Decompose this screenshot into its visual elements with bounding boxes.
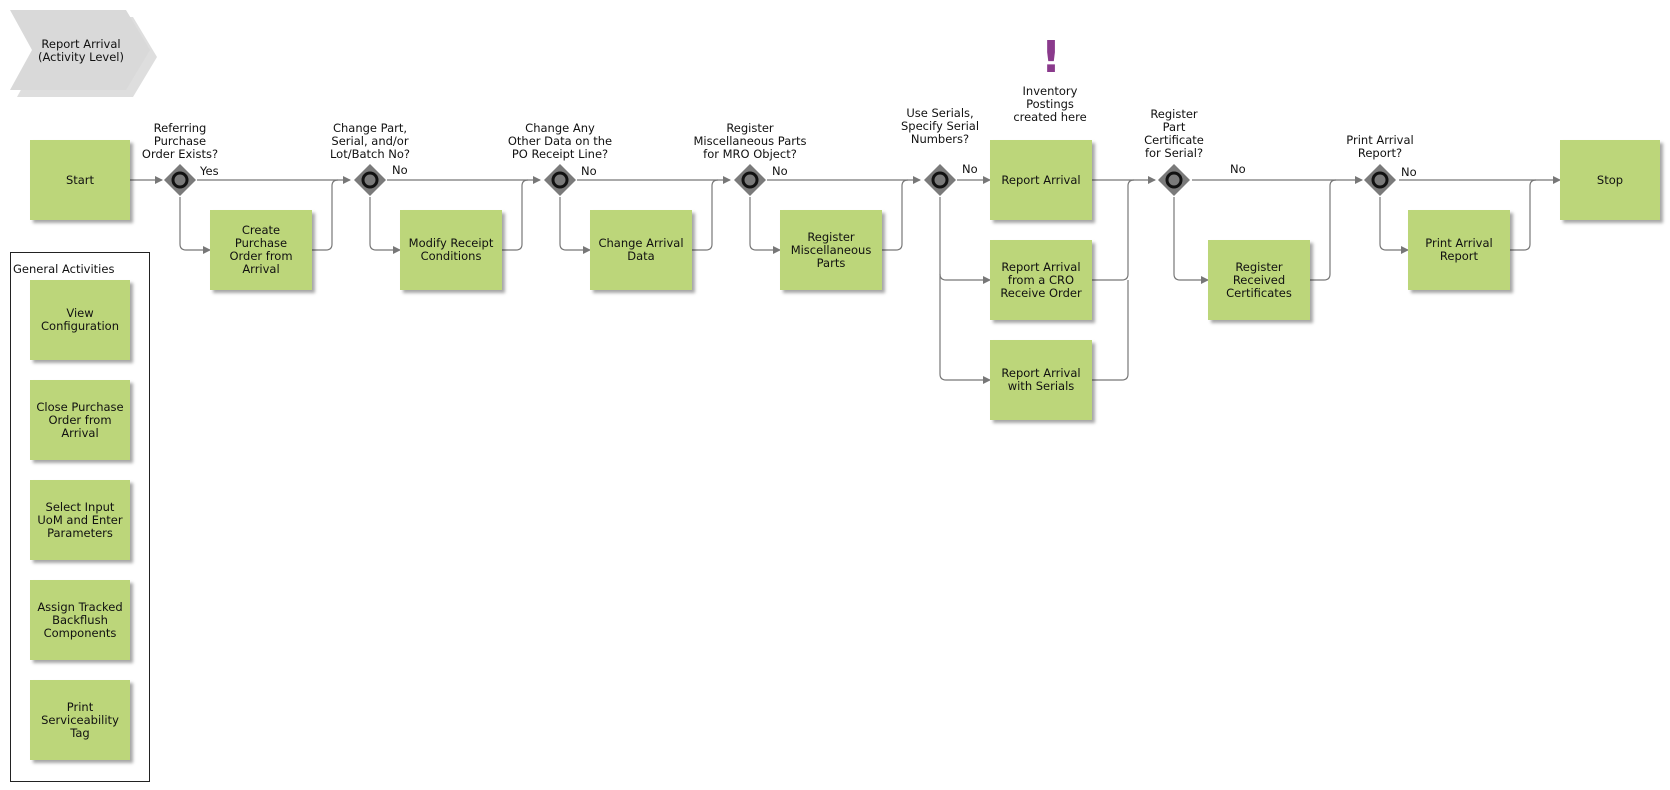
gateway-label: Referring Purchase Order Exists?	[141, 121, 219, 161]
edge-label-yes: Yes	[200, 164, 219, 178]
title-chevron	[10, 10, 150, 90]
start-event[interactable]: Start	[30, 140, 130, 220]
diagram-title: Report Arrival (Activity Level)	[38, 37, 124, 64]
edge-label-no: No	[581, 164, 597, 178]
general-activity-item[interactable]: View Configuration	[30, 280, 130, 360]
general-activity-item[interactable]: Select Input UoM and Enter Parameters	[30, 480, 130, 560]
stop-event[interactable]: Stop	[1560, 140, 1660, 220]
edge-label-no: No	[772, 164, 788, 178]
report-arrival-cro-activity[interactable]: Report Arrival from a CRO Receive Order	[990, 240, 1092, 320]
change-arrival-data-activity[interactable]: Change Arrival Data	[590, 210, 692, 290]
gateway-change-part[interactable]	[353, 163, 387, 197]
general-activities-panel	[10, 252, 150, 782]
gateway-label: Change Any Other Data on the PO Receipt …	[507, 121, 613, 161]
edge-label-no: No	[1230, 162, 1246, 176]
print-arrival-report-activity[interactable]: Print Arrival Report	[1408, 210, 1510, 290]
modify-receipt-conditions-activity[interactable]: Modify Receipt Conditions	[400, 210, 502, 290]
general-activity-item[interactable]: Print Serviceability Tag	[30, 680, 130, 760]
gateway-print-report[interactable]	[1363, 163, 1397, 197]
register-certificates-activity[interactable]: Register Received Certificates	[1208, 240, 1310, 320]
create-purchase-order-activity[interactable]: Create Purchase Order from Arrival	[210, 210, 312, 290]
edge-label-no: No	[1401, 165, 1417, 179]
general-activity-item[interactable]: Assign Tracked Backflush Components	[30, 580, 130, 660]
gateway-label: Register Part Certificate for Serial?	[1144, 107, 1204, 160]
gateway-label: Register Miscellaneous Parts for MRO Obj…	[693, 121, 807, 161]
gateway-label: Print Arrival Report?	[1346, 133, 1414, 160]
edge-label-no: No	[962, 162, 978, 176]
gateway-label: Use Serials, Specify Serial Numbers?	[900, 106, 980, 146]
inventory-postings-note: Inventory Postings created here	[1013, 84, 1087, 124]
report-arrival-activity[interactable]: Report Arrival	[990, 140, 1092, 220]
gateway-register-misc-parts[interactable]	[733, 163, 767, 197]
gateway-register-certificate[interactable]	[1157, 163, 1191, 197]
gateway-label: Change Part, Serial, and/or Lot/Batch No…	[329, 121, 411, 161]
report-arrival-serials-activity[interactable]: Report Arrival with Serials	[990, 340, 1092, 420]
register-misc-parts-activity[interactable]: Register Miscellaneous Parts	[780, 210, 882, 290]
gateway-change-other-data[interactable]	[543, 163, 577, 197]
gateway-use-serials[interactable]	[923, 163, 957, 197]
general-activity-item[interactable]: Close Purchase Order from Arrival	[30, 380, 130, 460]
exclamation-icon: !	[1041, 32, 1062, 83]
general-activities-title: General Activities	[13, 262, 115, 276]
gateway-purchase-order-exists[interactable]	[163, 163, 197, 197]
edge-label-no: No	[392, 163, 408, 177]
